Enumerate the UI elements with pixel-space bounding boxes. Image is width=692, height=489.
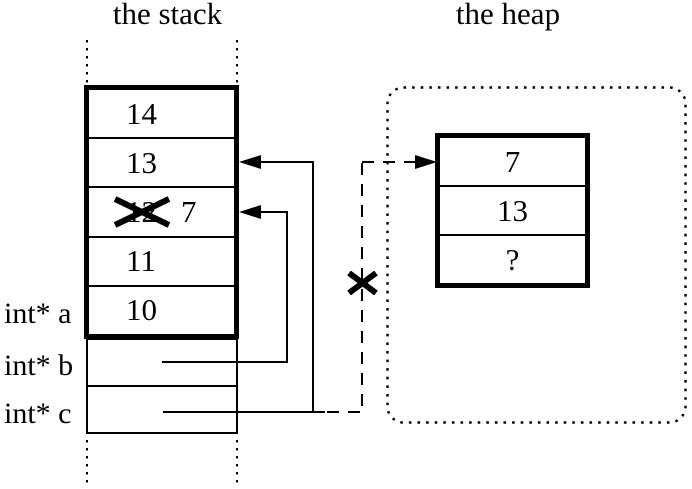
pointer-c-line-horizontal xyxy=(163,411,325,413)
pointer-b-line-vertical xyxy=(286,212,288,363)
pointer-cells-divider xyxy=(88,385,236,387)
stack-cell-value: 13 xyxy=(126,144,157,180)
pointer-b-line-elbow xyxy=(258,211,288,213)
var-label-b: int* b xyxy=(4,349,74,382)
dangling-pointer-line-vertical xyxy=(361,163,363,412)
heap-cell-7: 7 xyxy=(440,138,585,187)
heap-cell-value: 7 xyxy=(504,143,521,179)
stack-guide-top-right xyxy=(236,40,238,84)
pointer-c-line-vertical xyxy=(312,162,314,413)
heap-cell-13: 13 xyxy=(440,187,585,236)
stack-cell-14: 14 xyxy=(89,90,234,140)
heap-cell-unknown: ? xyxy=(440,236,585,283)
stack-cell-value: 11 xyxy=(126,243,156,279)
stack-guide-bottom-right xyxy=(236,440,238,487)
dangling-pointer-line-bottom xyxy=(327,411,364,413)
stack-cell-13: 13 xyxy=(89,139,234,189)
stack-title: the stack xyxy=(112,0,223,31)
stack-guide-bottom-left xyxy=(86,440,88,487)
stack-cell-10: 10 xyxy=(89,287,234,334)
dangling-pointer-arrowhead-icon xyxy=(415,155,437,169)
heap-cell-value: 13 xyxy=(497,192,528,228)
stack-guide-top-left xyxy=(86,40,88,84)
stack-cell-11: 11 xyxy=(89,238,234,287)
dangling-pointer-line-top xyxy=(362,161,415,163)
stack-box: 14 13 12 7 11 10 xyxy=(84,85,239,339)
stack-cell-value: 10 xyxy=(126,292,157,328)
crossed-old-value: 12 xyxy=(113,194,171,230)
pointer-b-arrowhead-icon xyxy=(239,205,261,219)
pointer-c-arrowhead-icon xyxy=(239,155,261,169)
var-label-a: int* a xyxy=(4,297,72,330)
heap-cell-value: ? xyxy=(505,241,520,277)
stack-cell-value: 14 xyxy=(126,95,157,131)
heap-title: the heap xyxy=(455,0,561,31)
cross-out-x-icon xyxy=(113,196,171,228)
var-label-c: int* c xyxy=(4,397,72,430)
stack-pointer-cells xyxy=(86,338,238,434)
pointer-c-line-elbow xyxy=(258,161,314,163)
dangling-pointer-x-icon xyxy=(347,271,378,295)
pointer-b-line-horizontal xyxy=(162,361,288,363)
heap-box: 7 13 ? xyxy=(435,133,590,288)
stack-cell-new-value: 7 xyxy=(181,194,197,229)
stack-cell-12-crossed: 12 7 xyxy=(89,188,234,238)
